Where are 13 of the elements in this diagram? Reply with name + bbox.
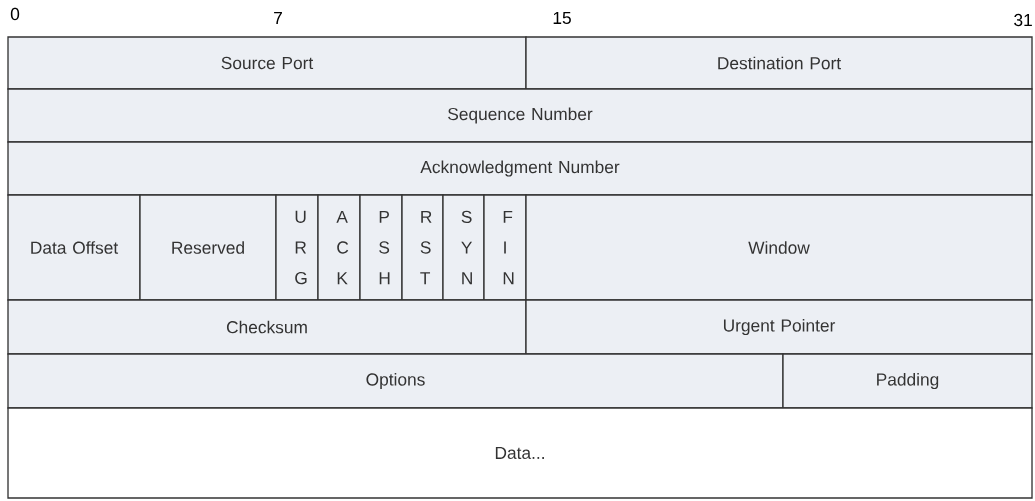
field-box: Padding	[782, 353, 1033, 409]
bit-number: 0	[10, 7, 20, 21]
flag-box: U R G	[275, 194, 319, 301]
field-box: Data Offset	[7, 194, 141, 301]
flag-box: R S T	[401, 194, 444, 301]
flag-box: F I N	[483, 194, 527, 301]
data-box: Data...	[7, 407, 1033, 499]
flag-box: P S H	[359, 194, 403, 301]
field-box: Source Port	[7, 36, 527, 90]
flag-box: A C K	[317, 194, 361, 301]
field-box: Destination Port	[525, 36, 1033, 90]
bit-number: 15	[553, 11, 571, 25]
flag-box: S Y N	[442, 194, 485, 301]
